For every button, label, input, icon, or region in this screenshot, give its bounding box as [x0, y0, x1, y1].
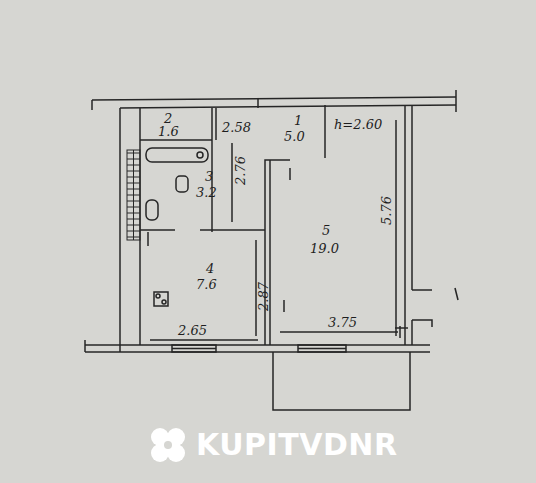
dimension-label: 2.58	[222, 121, 251, 134]
dimension-label: 5	[322, 224, 330, 237]
dimension-label: 3.75	[328, 316, 357, 329]
dimension-label: 7.6	[196, 278, 217, 291]
dimension-label: 2.65	[178, 324, 207, 337]
dimension-label: 5.76	[379, 196, 392, 225]
logo-icon	[151, 428, 185, 462]
watermark: KUPITVDNR	[196, 430, 398, 460]
dimension-label: 1	[294, 114, 302, 127]
dimension-label: 1.6	[158, 125, 179, 138]
dimension-label: 19.0	[310, 242, 339, 255]
dimension-label: h=2.60	[334, 118, 382, 131]
dimension-label: 5.0	[284, 130, 305, 143]
dimension-label: 2.76	[233, 156, 246, 185]
dimension-label: 3.2	[196, 186, 217, 199]
dimension-label: 4	[206, 262, 214, 275]
dimension-label: 3	[205, 170, 213, 183]
dimension-label: 2.87	[256, 282, 269, 311]
dimension-label: 2	[164, 112, 172, 125]
